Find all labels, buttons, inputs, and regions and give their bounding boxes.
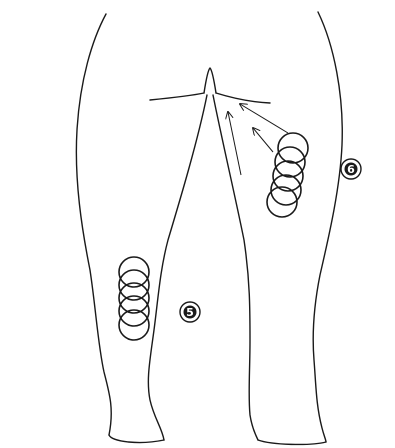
step-badge-5: 5 [180, 302, 200, 322]
arrow-upper [240, 104, 288, 133]
right-leg-outer-contour [313, 12, 342, 442]
ring-stack-6 [267, 133, 308, 217]
arrow-inner-thigh [228, 112, 241, 175]
gluteal-fold-left [150, 93, 204, 100]
right-foot [258, 440, 326, 444]
left-leg-inner-contour [148, 95, 207, 440]
gluteal-cleft [204, 68, 216, 93]
left-foot [109, 435, 164, 442]
ring-stack-5 [119, 257, 149, 340]
step-number-5: 5 [186, 306, 194, 319]
step-badge-6: 6 [341, 159, 361, 179]
arrow-middle [253, 128, 273, 152]
gluteal-fold-right [216, 93, 270, 103]
step-number-6: 6 [347, 163, 355, 176]
left-leg-outer-contour [76, 14, 111, 435]
